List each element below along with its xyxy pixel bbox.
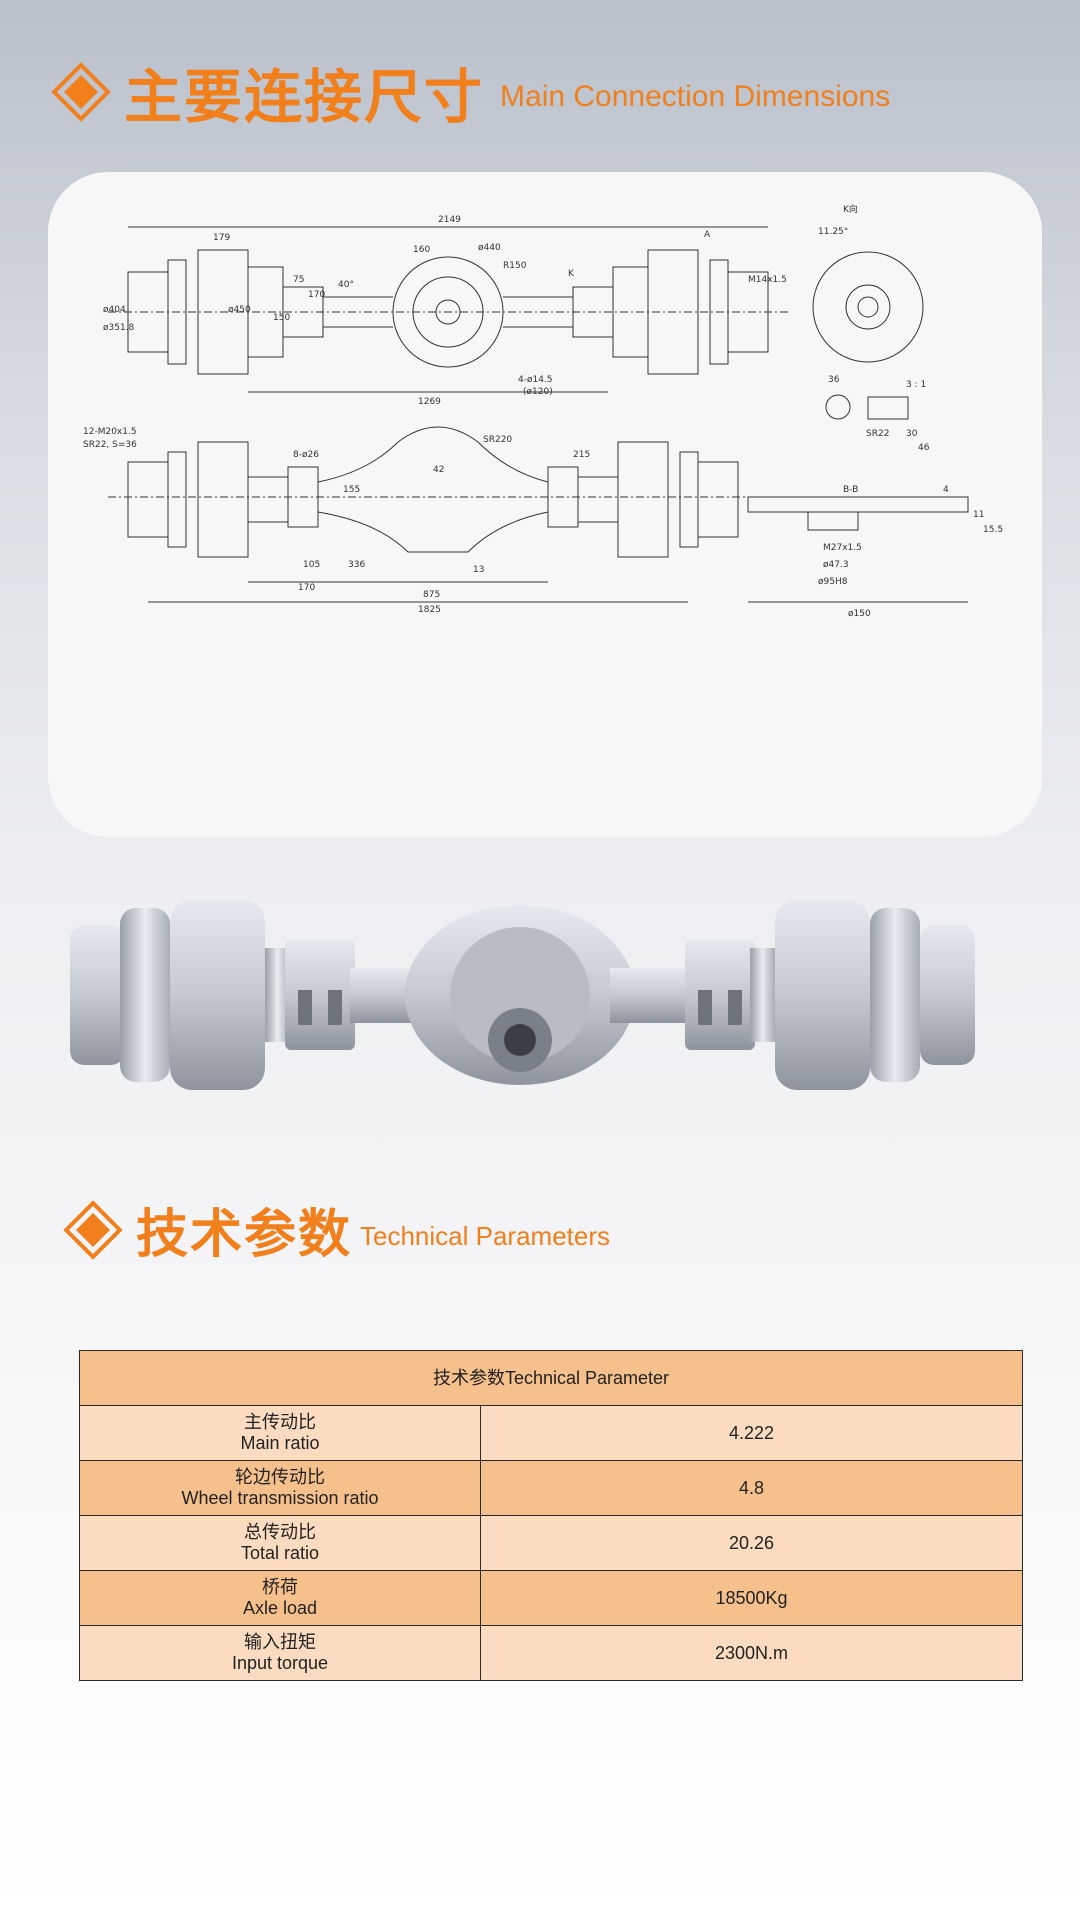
param-label-cn: 总传动比 [244,1522,316,1542]
section-heading-dimensions: 主要连接尺寸 Main Connection Dimensions [51,50,891,134]
param-label-en: Total ratio [240,1543,320,1563]
dimension-label: 11 [973,510,984,520]
param-value: 4.8 [480,1460,1023,1516]
dimension-label: 36 [828,375,840,385]
dimension-label: ø450 [228,305,251,315]
dimension-label: 336 [348,560,365,570]
dimension-label: 155 [343,485,360,495]
dimension-label: R150 [503,261,527,271]
dimension-label: ø150 [848,609,871,619]
dimension-label: 1825 [418,605,441,615]
param-value: 20.26 [480,1515,1023,1571]
dimension-label: 875 [423,590,440,600]
dimension-label: 4-ø14.5 [518,375,553,385]
section-heading-technical: 技术参数 Technical Parameters [63,1192,611,1267]
param-label-cn: 桥荷 [262,1577,298,1597]
dimension-label: 160 [413,245,430,255]
param-value: 18500Kg [480,1570,1023,1626]
param-value: 2300N.m [480,1625,1023,1681]
dimension-label: 170 [298,583,315,593]
heading-en: Technical Parameters [360,1221,611,1251]
param-label-en: Wheel transmission ratio [181,1488,379,1508]
dimension-label: ø351.8 [103,323,135,333]
axle-product-image [70,900,975,1090]
dimension-label: 3 : 1 [906,380,926,390]
dimension-label: 105 [303,560,320,570]
dimension-label: 11.25° [818,227,848,237]
param-label-en: Main ratio [240,1433,320,1453]
heading-cn: 主要连接尺寸 [124,63,485,131]
dimension-label: 150 [273,313,290,323]
dimension-label: 170 [308,290,325,300]
drawing-dimension-labels: 2149 179 160 ø440 R150 1269 ø404 ø351.8 … [83,203,1003,619]
dimension-label: A [704,230,711,240]
param-label-en: Axle load [242,1598,318,1618]
drawing-panel [48,172,1042,837]
dimension-label: (ø120) [523,387,553,397]
axle-top-view [108,226,924,393]
dimension-label: 75 [293,275,304,285]
dimension-label: ø95H8 [818,577,848,587]
dimension-label: 8-ø26 [293,450,319,460]
dimension-label: 179 [213,233,230,243]
dimension-label: K [568,269,575,279]
dimension-label: 46 [918,443,930,453]
dimension-label: ø47.3 [823,560,849,570]
table-header-row: 技术参数Technical Parameter [79,1350,1023,1406]
heading-en: Main Connection Dimensions [500,80,891,113]
technical-drawing: 2149 179 160 ø440 R150 1269 ø404 ø351.8 … [83,203,1003,619]
dimension-label: 2149 [438,215,461,225]
dimension-label: B-B [843,485,858,495]
dimension-label: 12-M20x1.5 [83,427,137,437]
dimension-label: 1269 [418,397,441,407]
dimension-label: SR22 [866,429,889,439]
dimension-label: ø404 [103,305,126,315]
dimension-label: 15.5 [983,525,1003,535]
param-label-en: Input torque [231,1653,329,1673]
dimension-label: SR220 [483,435,512,445]
dimension-label: 215 [573,450,590,460]
dimension-label: 30 [906,429,918,439]
param-label-cn: 主传动比 [244,1412,316,1432]
diamond-icon [63,1199,123,1260]
axle-front-view [108,394,969,603]
dimension-label: 4 [943,485,949,495]
dimension-label: 42 [433,465,444,475]
dimension-label: K向 [843,203,858,215]
dimension-label: 13 [473,565,484,575]
heading-cn: 技术参数 [136,1205,353,1265]
dimension-label: ø440 [478,243,501,253]
param-label-cn: 轮边传动比 [235,1467,325,1487]
dimension-label: 40° [338,280,354,290]
table-header: 技术参数Technical Parameter [79,1350,1023,1406]
dimension-label: M27x1.5 [823,543,862,553]
dimension-label: M14x1.5 [748,275,787,285]
param-value: 4.222 [480,1405,1023,1461]
dimension-label: SR22, S=36 [83,440,137,450]
diamond-icon [51,62,111,122]
param-label-cn: 输入扭矩 [244,1632,316,1652]
